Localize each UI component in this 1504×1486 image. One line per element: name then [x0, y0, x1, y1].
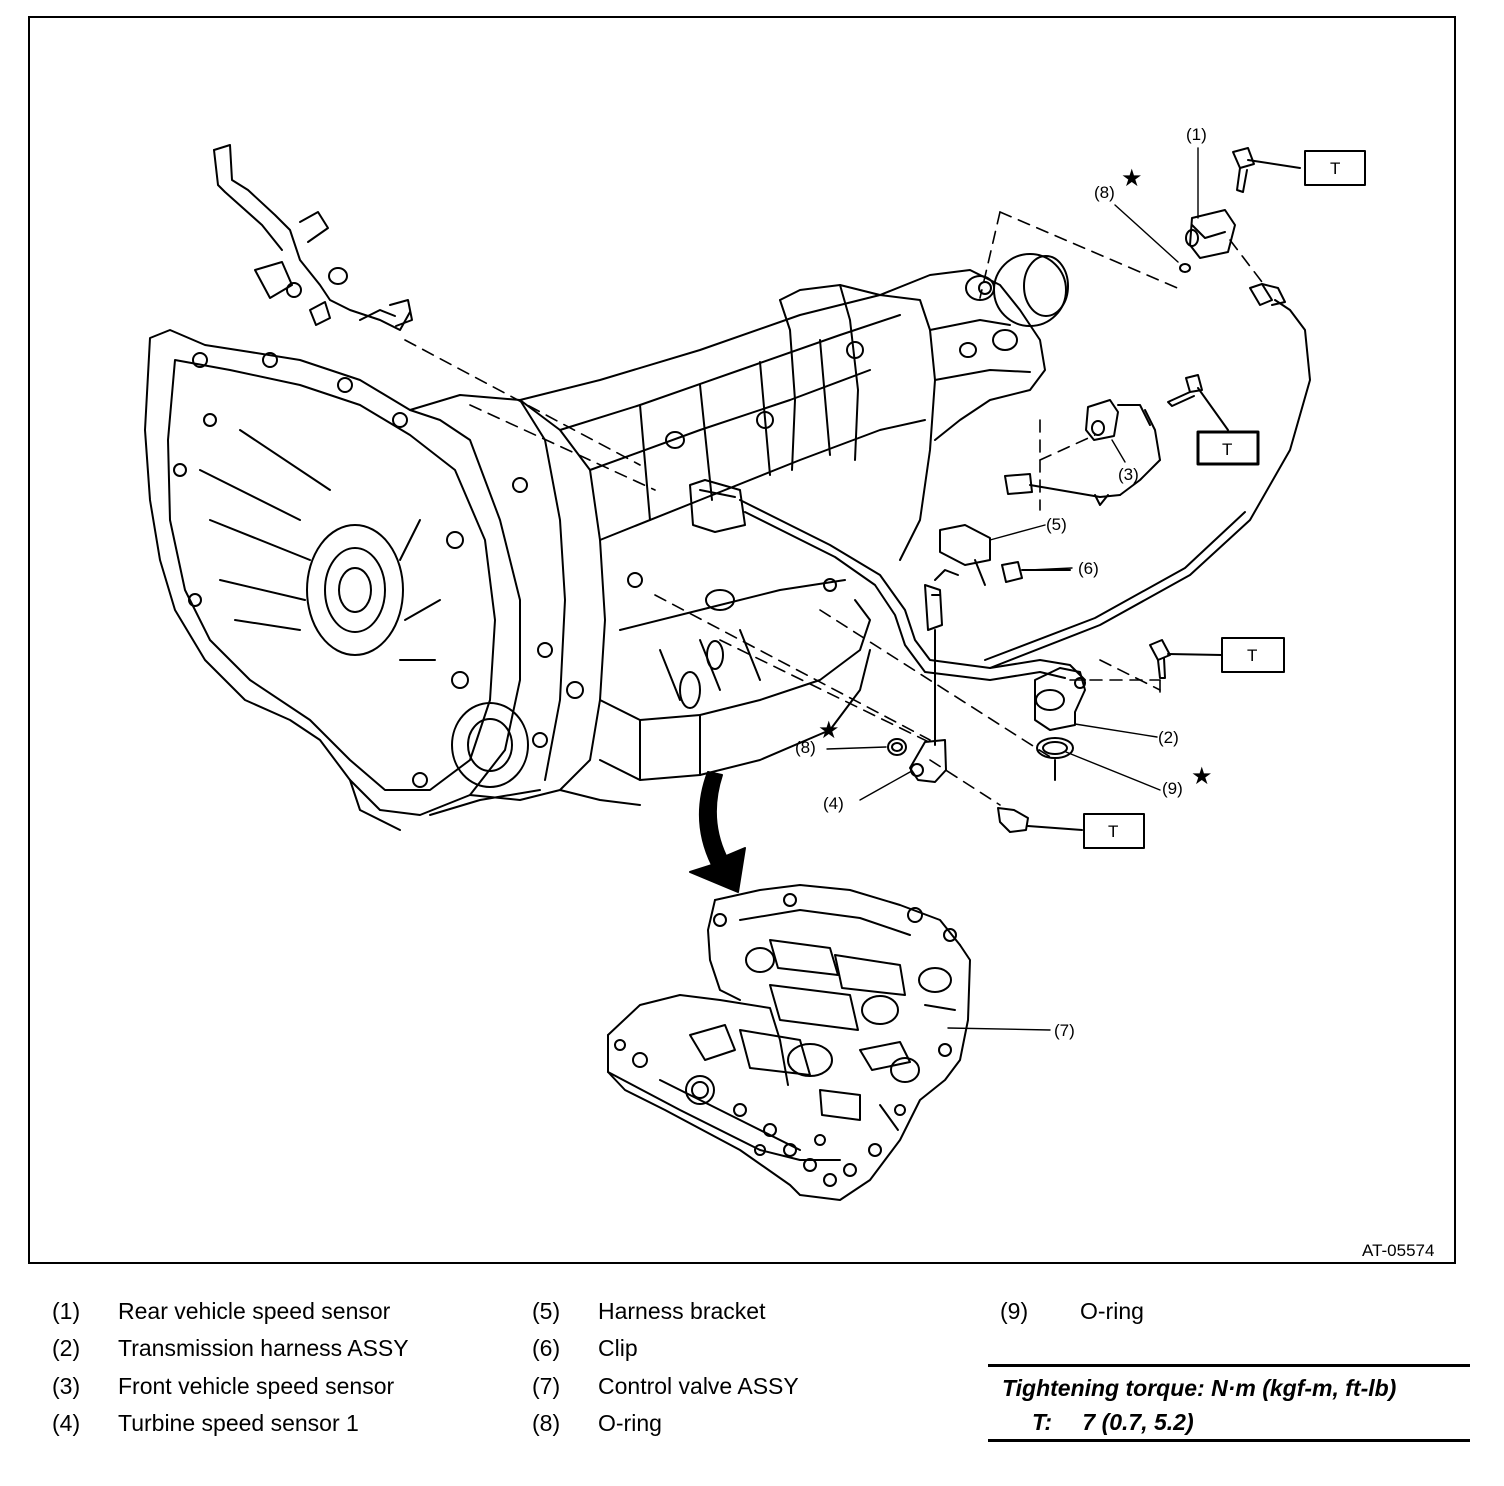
callout-3: (3): [1118, 465, 1139, 484]
star-icon: ★: [1191, 763, 1213, 790]
torque-symbol: T: [1222, 440, 1232, 459]
tightening-torque-block: Tightening torque: N·m (kgf-m, ft-lb) T:…: [988, 1364, 1470, 1442]
star-icon: ★: [818, 717, 840, 744]
callout-leaders: [826, 147, 1199, 1031]
callout-5: (5): [1046, 515, 1067, 534]
torque-value: 7 (0.7, 5.2): [1082, 1409, 1194, 1435]
rear-vehicle-speed-sensor: [1179, 209, 1236, 273]
bolt-1: [1232, 147, 1301, 193]
star-icon: ★: [1121, 165, 1143, 192]
bolt-2: [1149, 639, 1223, 679]
harness-bracket: [939, 524, 991, 586]
front-vehicle-speed-sensor: [1085, 399, 1119, 441]
transmission-housing: [144, 144, 1069, 831]
clip: [1001, 561, 1071, 583]
callout-labels: (1) (8) (3) (5) (6) (2) (9) (8) (4) (7) …: [795, 125, 1434, 1260]
torque-boxes: [1083, 150, 1366, 849]
torque-box-2: [1221, 637, 1285, 673]
torque-value-line: T: 7 (0.7, 5.2): [1032, 1409, 1194, 1436]
torque-box-1: [1304, 150, 1366, 186]
callout-8-lower: (8): [795, 738, 816, 757]
bolt-3: [1167, 374, 1229, 431]
transmission-harness-connector: [1034, 667, 1086, 731]
callout-4: (4): [823, 794, 844, 813]
torque-symbol: T: [1247, 646, 1257, 665]
callout-2: (2): [1158, 728, 1179, 747]
o-ring-8-lower: [887, 738, 907, 756]
torque-box-4: [1083, 813, 1145, 849]
callout-8-upper: (8): [1094, 183, 1115, 202]
arrow-to-valve-body: [689, 771, 746, 893]
diagram-frame: [28, 16, 1456, 1264]
torque-title: Tightening torque: N·m (kgf-m, ft-lb): [1002, 1375, 1397, 1401]
o-ring-9: [1036, 737, 1074, 781]
exploded-leader-lines: [404, 211, 1263, 806]
callout-7: (7): [1054, 1021, 1075, 1040]
control-valve-assy: [607, 884, 971, 1201]
torque-symbol: T: [1330, 159, 1340, 178]
harness-routing: [689, 283, 1311, 746]
torque-box-3: [1196, 430, 1260, 466]
callout-6: (6): [1078, 559, 1099, 578]
torque-symbol: T: [1108, 822, 1118, 841]
figure-code: AT-05574: [1362, 1241, 1434, 1260]
callout-1: (1): [1186, 125, 1207, 144]
torque-symbol-label: T:: [1032, 1409, 1053, 1435]
bolt-4: [997, 807, 1083, 833]
turbine-speed-sensor: [909, 739, 947, 783]
callout-9: (9): [1162, 779, 1183, 798]
